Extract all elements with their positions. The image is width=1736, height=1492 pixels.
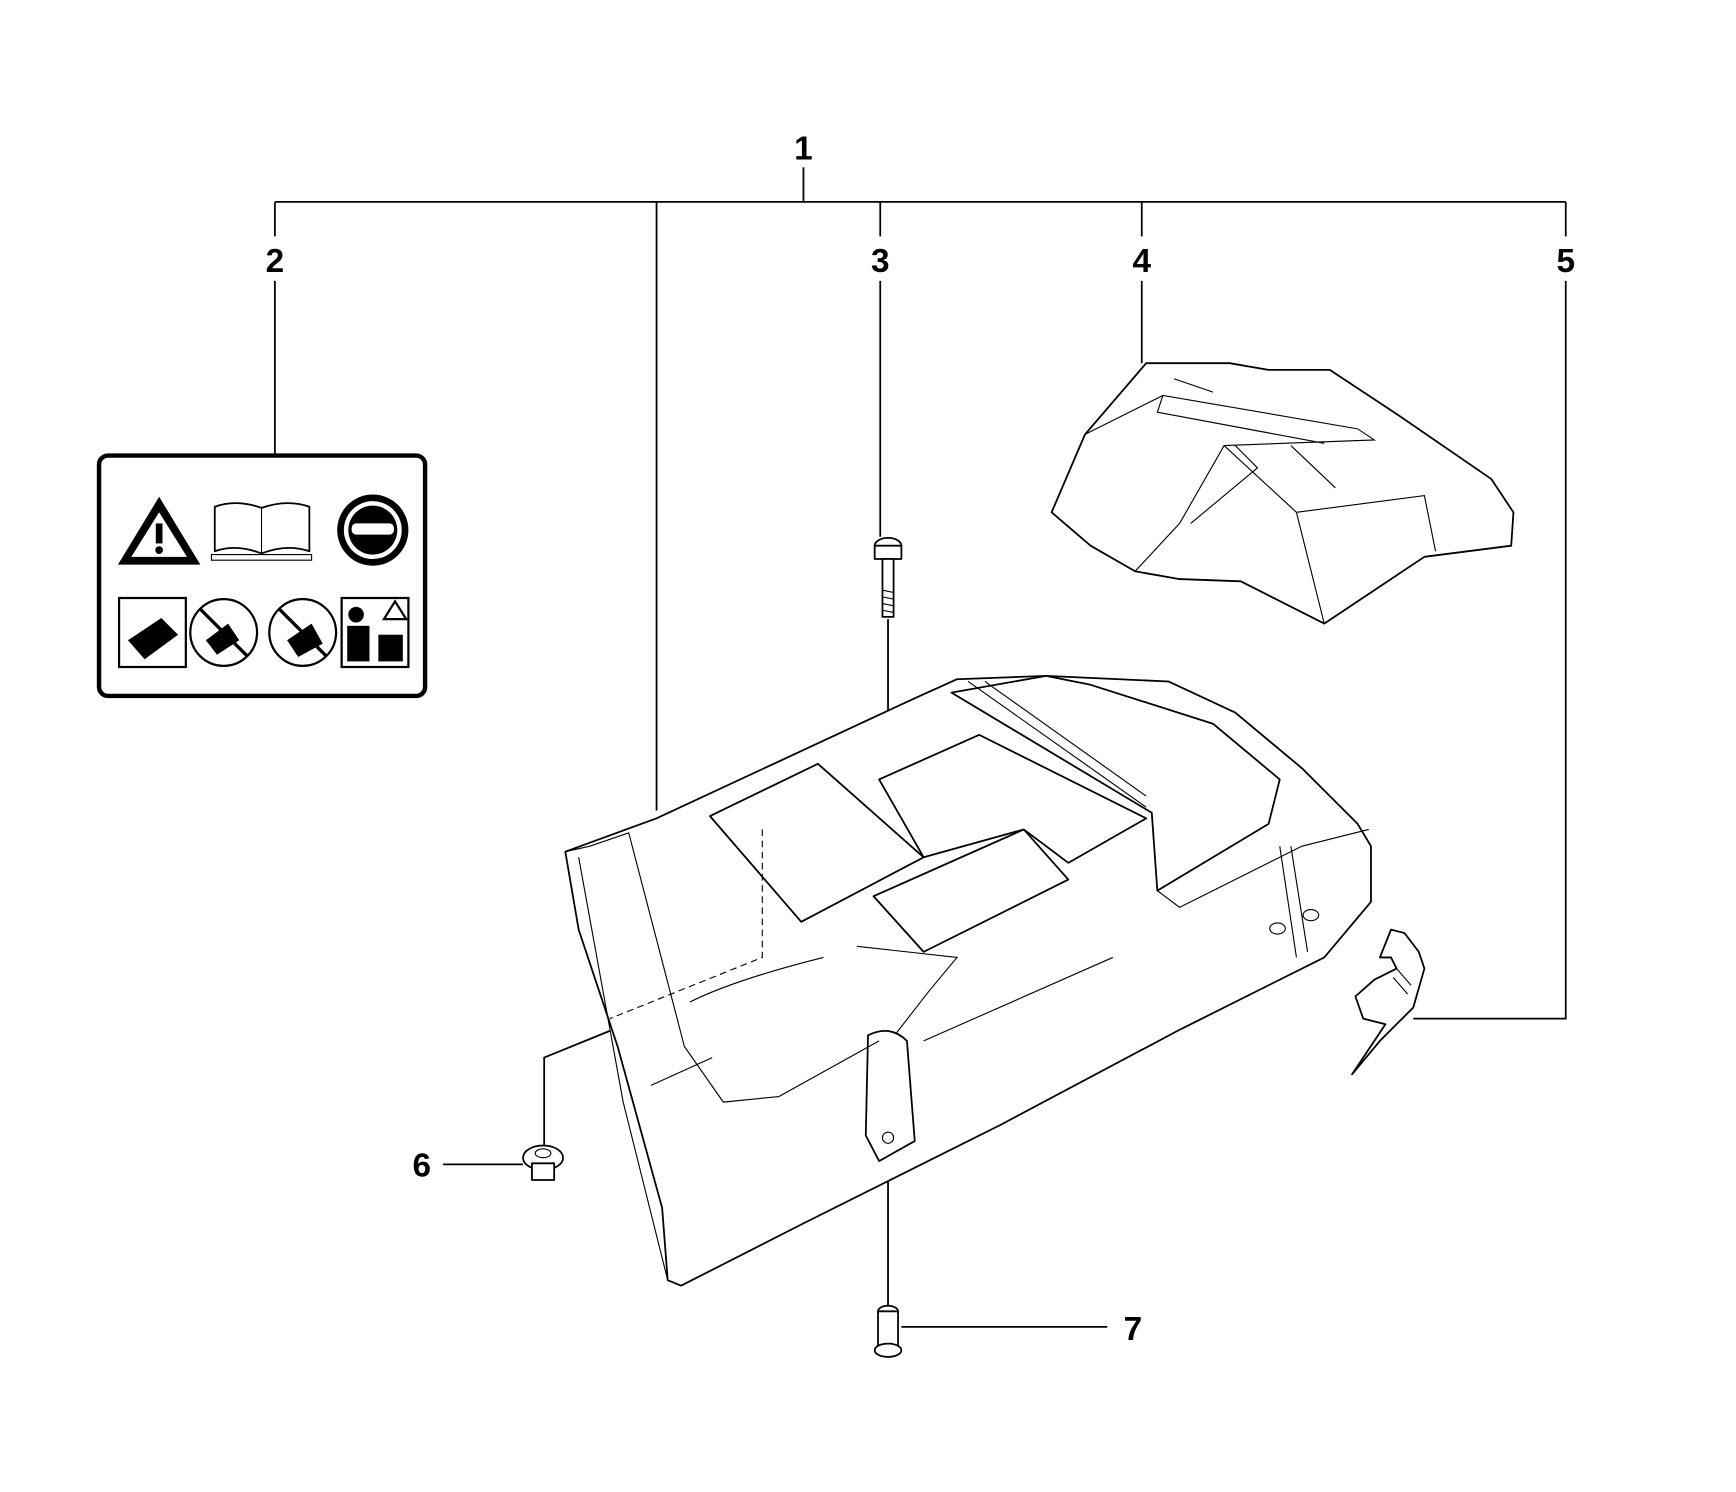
nut-part	[873, 1304, 903, 1358]
protective-gear-icon	[337, 494, 409, 566]
callout-1: 1	[794, 131, 813, 168]
top-cover-part	[1050, 362, 1515, 625]
no-one-hand-icon	[189, 597, 259, 667]
warning-icon	[117, 496, 201, 565]
operator-safety-icon	[340, 596, 410, 669]
main-housing-part	[564, 675, 1372, 1287]
safety-decal	[96, 453, 428, 699]
callout-4: 4	[1132, 243, 1151, 280]
callout-3: 3	[871, 243, 890, 280]
manual-book-icon	[210, 502, 313, 561]
callout-2: 2	[266, 243, 285, 280]
callout-7: 7	[1124, 1311, 1143, 1348]
kickback-icon	[117, 596, 187, 669]
latch-part	[1351, 928, 1426, 1076]
no-kickback-icon	[268, 597, 338, 667]
screw-part	[873, 537, 903, 618]
grommet-part	[522, 1144, 564, 1181]
callout-5: 5	[1556, 243, 1575, 280]
callout-6: 6	[412, 1148, 431, 1185]
